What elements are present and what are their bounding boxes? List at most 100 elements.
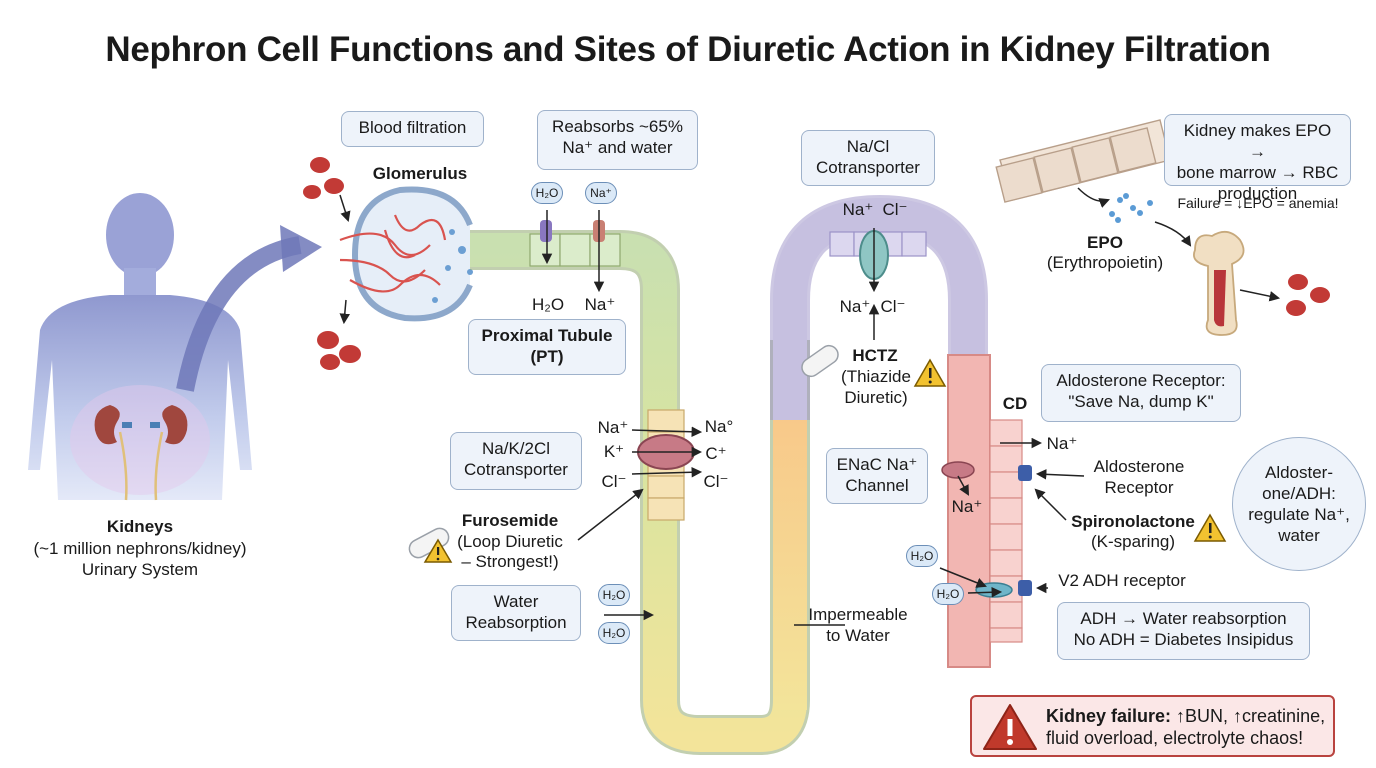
- pt-sodium-chip: Na⁺: [585, 182, 617, 204]
- ncc-line1: Na/Cl: [846, 137, 890, 156]
- pt-reabsorb-line2: Na⁺ and water: [562, 138, 673, 157]
- enac-line1: ENaC Na⁺: [836, 455, 918, 474]
- alert-bold: Kidney failure:: [1046, 706, 1172, 726]
- glomerulus-capsule: [339, 186, 500, 322]
- water-reabsorption-box: Water Reabsorption: [451, 585, 581, 641]
- cd-water-chip-2: H₂O: [932, 583, 964, 605]
- hctz-line2: Diuretic): [844, 388, 908, 407]
- pt-reabsorb-line1: Reabsorbs ~65%: [552, 117, 683, 136]
- impermeable-line1: Impermeable: [808, 605, 908, 624]
- ncc-top-na: Na⁺: [842, 200, 874, 219]
- enac-box: ENaC Na⁺ Channel: [826, 448, 928, 504]
- kidneys-line2: Urinary System: [81, 560, 199, 579]
- aldo-receptor-line1: Aldosterone: [1093, 457, 1185, 476]
- hctz-name: HCTZ: [852, 346, 898, 365]
- v2-label: V2 ADH receptor: [1058, 571, 1186, 590]
- zoom-arrow: [176, 236, 302, 392]
- cd-water-chip-1: H₂O: [906, 545, 938, 567]
- furosemide-line2: – Strongest!): [461, 552, 559, 571]
- kidney-pair: [94, 405, 188, 501]
- ncc-bottom-na: Na⁺: [839, 297, 871, 316]
- cd-out-na: Na⁺: [1046, 434, 1078, 453]
- alert-warning-icon: [983, 704, 1037, 750]
- spironolactone-line: (K-sparing): [1090, 532, 1176, 551]
- epo-name: EPO: [1087, 233, 1123, 252]
- kidneys-line1: (~1 million nephrons/kidney): [33, 539, 247, 558]
- aldo-receptor-line2: Receptor: [1104, 478, 1174, 497]
- enac-channel: [941, 461, 975, 479]
- enac-na: Na⁺: [951, 497, 983, 516]
- impermeable-line2: to Water: [826, 626, 890, 645]
- nkcc-out-c: C⁺: [705, 444, 727, 463]
- water-reabs-line2: Reabsorption: [465, 613, 567, 632]
- spironolactone-warning-icon: [1193, 513, 1227, 542]
- epo-full: (Erythropoietin): [1046, 253, 1164, 272]
- nkcc-in-na: Na⁺: [597, 418, 629, 437]
- pt-sodium-out: Na⁺: [584, 295, 616, 314]
- blood-filtration-text: Blood filtration: [358, 118, 467, 137]
- red-blood-cells-top: [303, 157, 344, 199]
- glomerulus-label: Glomerulus: [372, 164, 468, 183]
- aldosterone-receptor-shape: [1018, 465, 1032, 481]
- circle-line2: one/ADH:: [1262, 484, 1336, 503]
- proximal-cells: [529, 233, 621, 267]
- aldosterone-note-box: Aldosterone Receptor: "Save Na, dump K": [1041, 364, 1241, 422]
- kidney-epithelium: [995, 119, 1171, 203]
- aldo-note-line2: "Save Na, dump K": [1068, 392, 1214, 411]
- furosemide-line1: (Loop Diuretic: [457, 532, 563, 551]
- v2-receptor-shape: [1018, 580, 1032, 596]
- nkcc-box: Na/K/2Cl Cotransporter: [450, 432, 582, 490]
- epo-line2: bone marrow → RBC: [1176, 163, 1339, 182]
- human-body-figure: [28, 193, 252, 500]
- alert-text: Kidney failure: ↑BUN, ↑creatinine, fluid…: [1046, 705, 1325, 749]
- adh-line2: No ADH = Diabetes Insipidus: [1073, 630, 1294, 649]
- bone-marrow-icon: [1193, 230, 1245, 336]
- loop-water-chip-1: H₂O: [598, 584, 630, 606]
- red-blood-cells-bottom: [317, 331, 361, 370]
- cd-label: CD: [1002, 394, 1028, 413]
- circle-line1: Aldoster-: [1264, 463, 1334, 482]
- epo-failure: Failure = ↓EPO = anemia!: [1177, 195, 1339, 211]
- ncc-bottom-cl: Cl⁻: [880, 297, 906, 316]
- water-reabs-line1: Water: [493, 592, 539, 611]
- collecting-cells: [989, 419, 1023, 643]
- nkcc-in-cl: Cl⁻: [601, 472, 627, 491]
- alert-line1: ↑BUN, ↑creatinine,: [1171, 706, 1326, 726]
- nkcc-out-na: Na°: [704, 417, 734, 436]
- pt-label-line1: Proximal Tubule: [481, 326, 613, 345]
- furosemide-name: Furosemide: [461, 511, 559, 530]
- pt-reabsorb-box: Reabsorbs ~65% Na⁺ and water: [537, 110, 698, 170]
- proximal-tubule-box: Proximal Tubule (PT): [468, 319, 626, 375]
- nkcc-in-k: K⁺: [603, 442, 625, 461]
- kidneys-title: Kidneys: [106, 517, 174, 536]
- ncc-line2: Cotransporter: [816, 158, 920, 177]
- hctz-pill-icon: [801, 344, 839, 378]
- circle-line3: regulate Na⁺,: [1248, 505, 1350, 524]
- enac-line2: Channel: [845, 476, 909, 495]
- water-channel: [540, 220, 552, 242]
- epo-note-box: Kidney makes EPO → bone marrow → RBC pro…: [1164, 114, 1351, 203]
- epo-molecules: [1109, 193, 1153, 223]
- rbc-output: [1286, 274, 1330, 316]
- nkcc-line1: Na/K/2Cl: [481, 439, 551, 458]
- collecting-duct: [947, 354, 991, 668]
- loop-water-chip-2: H₂O: [598, 622, 630, 644]
- blood-filtration-box: Blood filtration: [341, 111, 484, 147]
- adh-note-box: ADH → Water reabsorption No ADH = Diabet…: [1057, 602, 1310, 660]
- pt-label-line2: (PT): [530, 347, 564, 366]
- regulate-circle: Aldoster- one/ADH: regulate Na⁺, water: [1232, 437, 1366, 571]
- nkcc-line2: Cotransporter: [464, 460, 568, 479]
- furosemide-warning-icon: [423, 538, 453, 563]
- pt-water-out: H₂O: [531, 295, 565, 314]
- page-title: Nephron Cell Functions and Sites of Diur…: [105, 30, 1271, 69]
- spironolactone-name: Spironolactone: [1071, 512, 1195, 531]
- adh-line1: ADH → Water reabsorption: [1080, 609, 1287, 628]
- hctz-line1: (Thiazide: [841, 367, 911, 386]
- epo-line3: production: [1217, 184, 1298, 203]
- pt-water-chip: H₂O: [531, 182, 563, 204]
- aldo-note-line1: Aldosterone Receptor:: [1056, 371, 1226, 390]
- ncc-box: Na/Cl Cotransporter: [801, 130, 935, 186]
- ncc-top-cl: Cl⁻: [882, 200, 908, 219]
- circle-line4: water: [1278, 526, 1320, 545]
